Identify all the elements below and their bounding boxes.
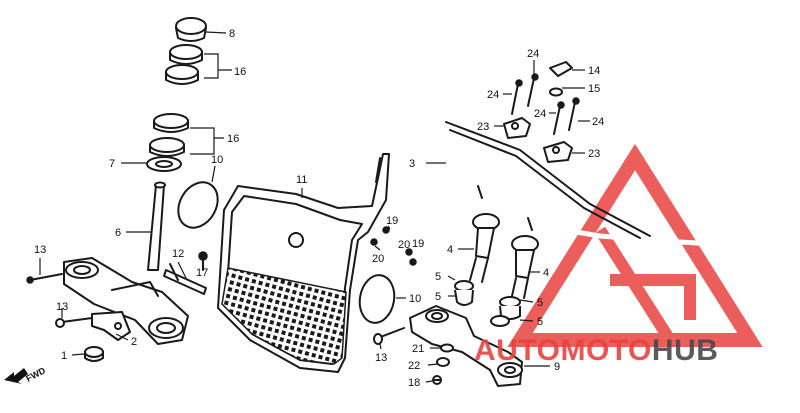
callout-16-lower: 16 (227, 133, 239, 145)
callout-3: 3 (409, 158, 415, 170)
fwd-label: FWD (24, 365, 47, 384)
forward-direction-indicator: FWD (4, 365, 47, 384)
watermark-text: AUTOMOTOHUB (474, 334, 718, 367)
callout-7: 7 (109, 158, 115, 170)
callout-24-mid: 24 (534, 108, 546, 120)
callout-13-right: 13 (375, 352, 387, 364)
callout-23-upper: 23 (477, 121, 489, 133)
callout-23-lower: 23 (588, 148, 600, 160)
callout-21: 21 (412, 343, 424, 355)
callout-5-a: 5 (435, 271, 441, 283)
callout-4-right: 4 (543, 267, 549, 279)
callout-24-right: 24 (592, 116, 604, 128)
leader-lines (39, 31, 590, 383)
watermark-logo (507, 143, 763, 347)
callout-17: 17 (196, 267, 208, 279)
callout-5-b: 5 (435, 291, 441, 303)
rubber-ring-lower (358, 274, 396, 324)
callout-10-upper: 10 (211, 154, 223, 166)
svg-text:AUTOMOTOHUB: AUTOMOTOHUB (474, 334, 718, 367)
number-plate-grille (221, 267, 347, 365)
callout-20-left: 20 (372, 253, 384, 265)
callout-labels: 8 16 16 7 10 6 13 13 2 1 12 17 11 10 19 … (34, 28, 604, 389)
callout-13-lower: 13 (56, 301, 68, 313)
callout-5-c: 5 (537, 297, 543, 309)
watermark-brand-moto: MOTO (560, 334, 651, 367)
callout-24-top: 24 (527, 48, 539, 60)
callout-13-upper: 13 (34, 244, 46, 256)
callout-2: 2 (131, 336, 137, 348)
callout-10-lower: 10 (409, 293, 421, 305)
callout-6: 6 (115, 227, 121, 239)
callout-19-right: 19 (412, 238, 424, 250)
cable-clamp (163, 251, 208, 295)
watermark-brand-auto: AUTO (474, 334, 560, 367)
watermark-brand-hub: HUB (652, 334, 719, 367)
rubber-ring-upper (177, 181, 219, 229)
callout-18: 18 (408, 377, 420, 389)
callout-14: 14 (588, 65, 600, 77)
callout-8: 8 (229, 28, 235, 40)
callout-12: 12 (172, 248, 184, 260)
steering-stem-assembly (26, 17, 207, 362)
callout-4-left: 4 (447, 244, 453, 256)
callout-5-d: 5 (537, 316, 543, 328)
callout-19-left: 19 (386, 215, 398, 227)
forward-arrow-icon (4, 368, 28, 384)
callout-24-left: 24 (487, 89, 499, 101)
callout-15: 15 (588, 83, 600, 95)
callout-16-upper: 16 (234, 66, 246, 78)
callout-22: 22 (408, 360, 420, 372)
callout-9: 9 (554, 361, 560, 373)
callout-20-right: 20 (398, 239, 410, 251)
callout-11: 11 (296, 174, 307, 186)
fork-tubes-right (409, 61, 580, 387)
handlebar (406, 35, 783, 251)
callout-1: 1 (61, 350, 67, 362)
